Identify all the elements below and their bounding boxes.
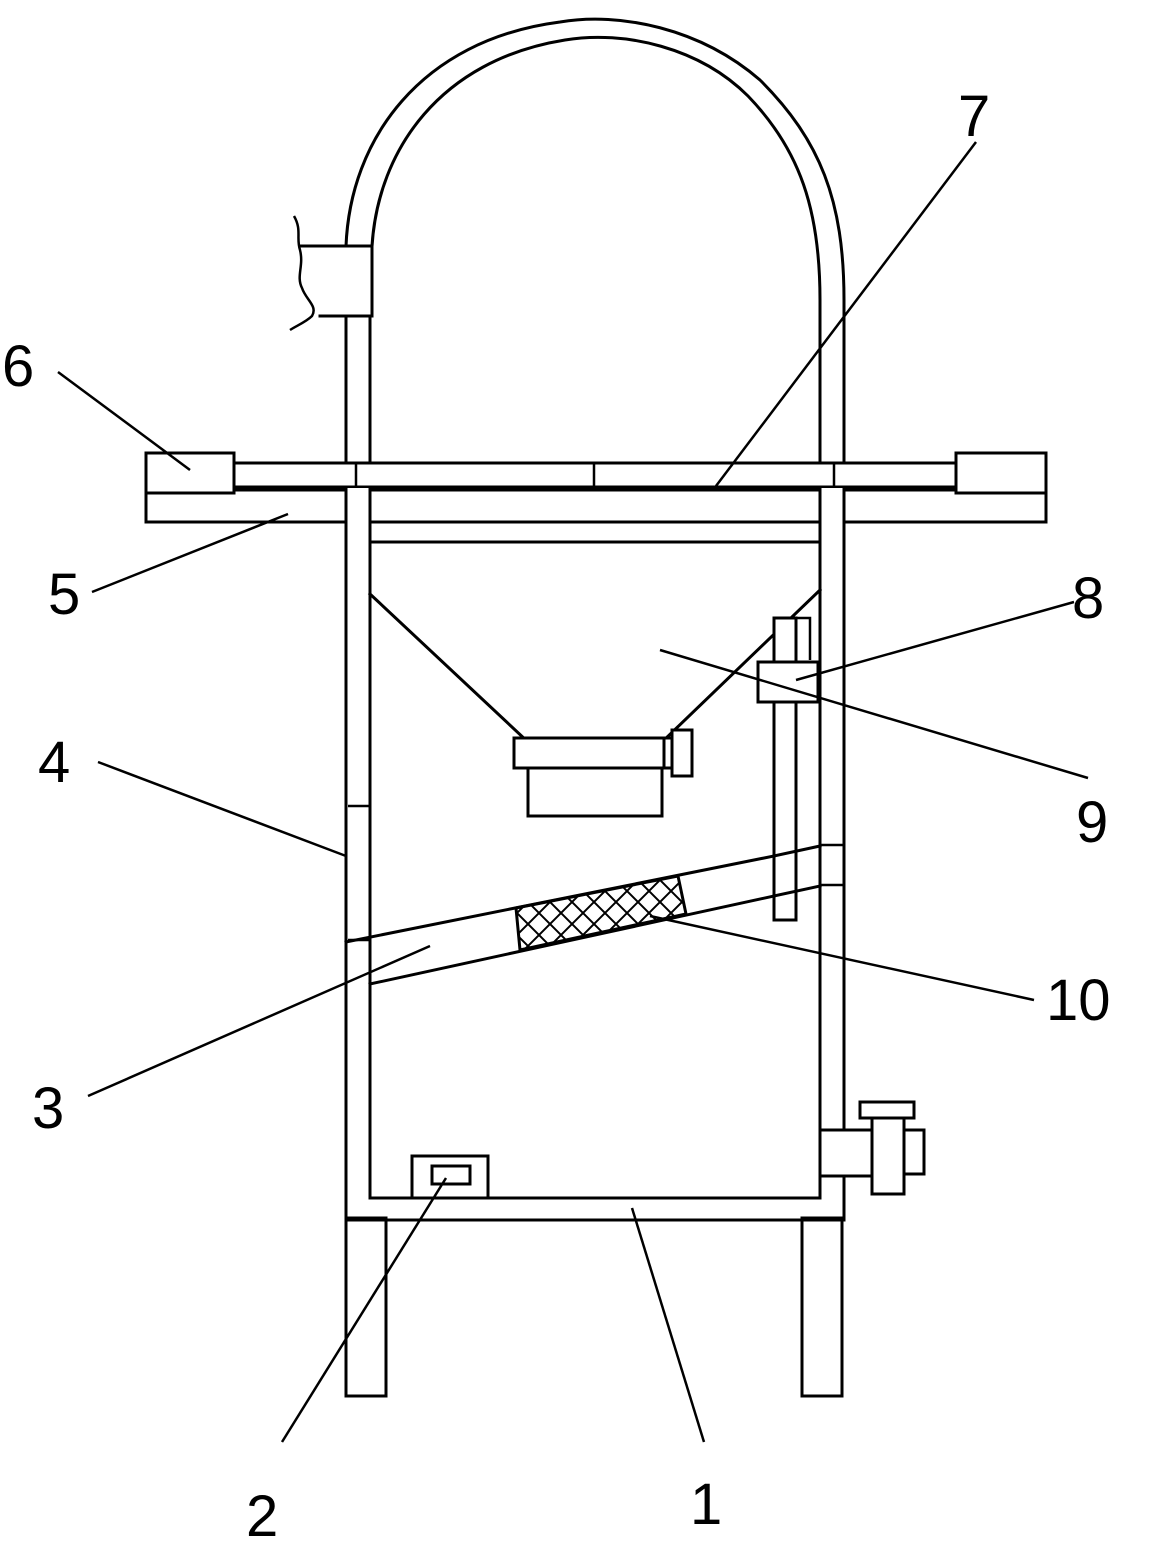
hopper-outlet — [512, 736, 676, 770]
label-1: 1 — [690, 1472, 722, 1537]
sensor-window — [430, 1164, 472, 1186]
label-9: 9 — [1076, 790, 1108, 855]
leader-7 — [715, 141, 977, 487]
label-10: 10 — [1046, 968, 1111, 1033]
valve-body — [870, 1116, 906, 1196]
inclined-screen — [344, 844, 822, 986]
label-8: 8 — [1072, 566, 1104, 631]
label-4: 4 — [38, 730, 70, 795]
valve-handle — [858, 1100, 916, 1120]
leader-lines — [57, 141, 1089, 1443]
label-3: 3 — [32, 1076, 64, 1141]
hopper-outlet-lower — [526, 766, 664, 818]
reference-numerals: 6 5 4 3 2 1 7 8 9 10 — [2, 84, 1111, 1549]
hopper — [367, 540, 823, 818]
leader-9 — [659, 648, 1089, 780]
left-end-block — [144, 451, 236, 495]
leader-3 — [87, 944, 431, 1098]
pipe-inner — [370, 35, 822, 492]
bottom-sensor — [410, 1154, 490, 1200]
leader-8 — [795, 600, 1075, 682]
top-platform — [144, 451, 1048, 526]
drain-valve — [818, 1100, 926, 1196]
rail-and-slider — [756, 616, 820, 922]
legs — [344, 1216, 844, 1398]
mesh-filter — [514, 874, 688, 952]
break-line — [289, 215, 315, 332]
label-2: 2 — [246, 1484, 278, 1549]
leader-5 — [91, 512, 289, 594]
outlet-knob — [670, 728, 694, 778]
label-5: 5 — [48, 562, 80, 627]
leader-1 — [630, 1207, 706, 1443]
leader-2 — [280, 1177, 448, 1443]
label-7: 7 — [958, 84, 990, 149]
lower-beam — [144, 488, 1048, 524]
leader-10 — [649, 914, 1035, 1002]
valve-pipe — [818, 1128, 874, 1178]
right-end-block — [954, 451, 1048, 495]
leader-4 — [97, 760, 347, 858]
label-6: 6 — [2, 334, 34, 399]
left-leg — [344, 1216, 388, 1398]
hopper-left — [367, 591, 530, 762]
pipe-outer — [344, 17, 846, 492]
right-leg — [800, 1216, 844, 1398]
arched-pipe — [289, 17, 846, 492]
leader-6 — [57, 370, 191, 472]
